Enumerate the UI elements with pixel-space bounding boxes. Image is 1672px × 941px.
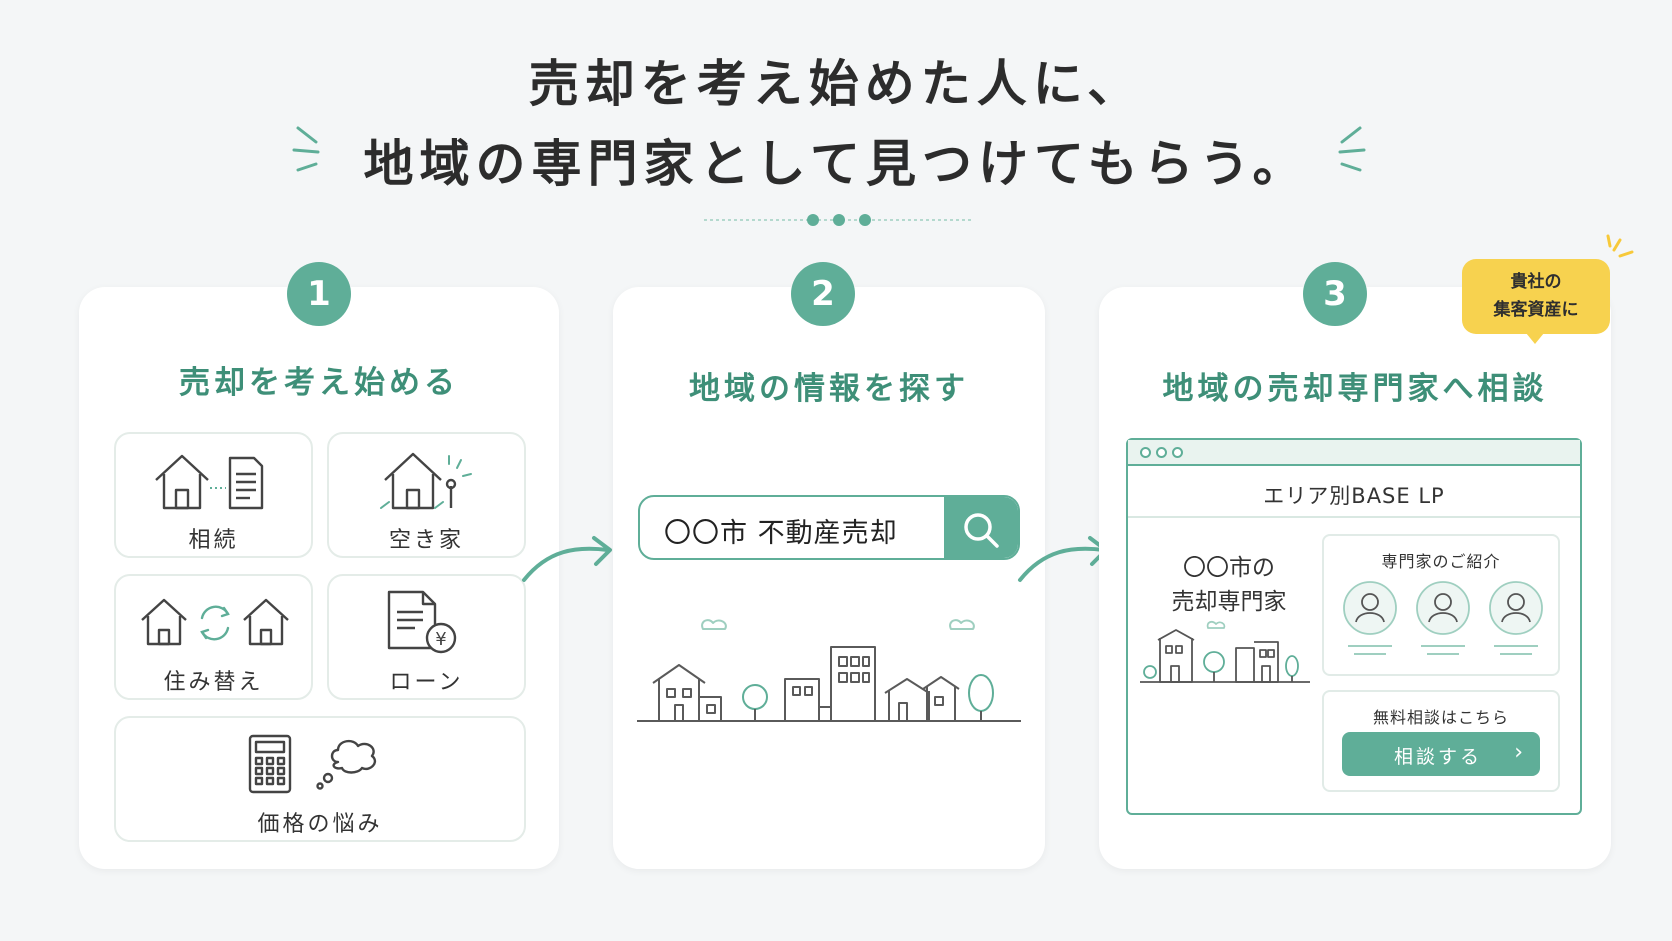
lp-title: エリア別BASE LP: [1263, 484, 1445, 508]
browser-title-bar: [1128, 440, 1580, 466]
consult-button-label: 相談する: [1394, 746, 1483, 768]
concern-tile-relocation: 住み替え: [114, 574, 313, 700]
window-dot-icon: [1140, 447, 1151, 458]
concern-label-relocation: 住み替え: [163, 670, 264, 695]
local-expert-title-2: 売却専門家: [1171, 589, 1287, 615]
step-2-number: 2: [791, 262, 855, 326]
svg-text:¥: ¥: [435, 629, 446, 650]
search-box[interactable]: 〇〇市 不動産売却: [638, 495, 1020, 560]
window-dot-icon: [1172, 447, 1183, 458]
search-icon: [964, 513, 999, 548]
vacant-house-icon: [380, 452, 472, 510]
chevron-right-icon: ›: [1514, 740, 1526, 765]
lp-browser-mockup: エリア別BASE LP 〇〇市の 売却専門家 専門家のご紹介 無料相談はこちら: [1126, 438, 1582, 815]
house-document-icon: [155, 454, 264, 510]
step-card-1: 売却を考え始める 相続 空き家: [79, 287, 559, 869]
townscape-icon: [637, 619, 1021, 722]
concern-label-price: 価格の悩み: [257, 812, 383, 837]
expert-intro-panel: 専門家のご紹介: [1322, 534, 1560, 676]
divider-dots: [704, 214, 974, 226]
step-1-number: 1: [287, 262, 351, 326]
concern-label-inheritance: 相続: [188, 528, 239, 553]
consultation-title: 無料相談はこちら: [1372, 708, 1509, 727]
consultation-panel: 無料相談はこちら 相談する ›: [1322, 690, 1560, 792]
search-query: 〇〇市 不動産売却: [664, 518, 898, 549]
value-badge-line-1: 貴社の: [1510, 272, 1562, 292]
concern-label-vacant-house: 空き家: [388, 528, 464, 553]
expert-intro-title: 専門家のご紹介: [1381, 552, 1501, 571]
concern-tile-price: 価格の悩み: [114, 716, 526, 842]
loan-document-icon: ¥: [387, 590, 457, 654]
window-dot-icon: [1156, 447, 1167, 458]
expert-avatars: [1343, 581, 1543, 655]
browser-divider: [1128, 516, 1580, 518]
local-expert-title-1: 〇〇市の: [1183, 555, 1275, 581]
headline-line-1: 売却を考え始めた人に、: [528, 54, 1144, 113]
headline-line-2: 地域の専門家として見つけてもらう。: [363, 134, 1309, 193]
sparkle-badge-icon: [1606, 234, 1634, 258]
sparkle-right-icon: [1338, 126, 1366, 172]
step-1-title: 売却を考え始める: [179, 365, 459, 401]
concern-tile-vacant-house: 空き家: [327, 432, 526, 558]
arrow-right-icon: [522, 536, 612, 582]
calculator-thought-icon: [248, 734, 377, 794]
sparkle-left-icon: [292, 126, 320, 172]
step-2-title: 地域の情報を探す: [689, 371, 969, 407]
step-3-title: 地域の売却専門家へ相談: [1162, 371, 1548, 407]
concern-tile-inheritance: 相続: [114, 432, 313, 558]
step-card-2: 地域の情報を探す: [613, 287, 1045, 869]
concern-tile-loan: ¥ ローン: [327, 574, 526, 700]
value-badge-line-2: 集客資産に: [1493, 300, 1579, 320]
house-swap-icon: [141, 598, 289, 646]
small-town-icon: [1140, 621, 1310, 683]
value-badge: 貴社の 集客資産に: [1462, 259, 1610, 344]
step-3-number: 3: [1303, 262, 1367, 326]
concern-label-loan: ローン: [389, 670, 464, 695]
consult-button[interactable]: 相談する ›: [1342, 732, 1540, 776]
search-button[interactable]: [944, 497, 1018, 558]
